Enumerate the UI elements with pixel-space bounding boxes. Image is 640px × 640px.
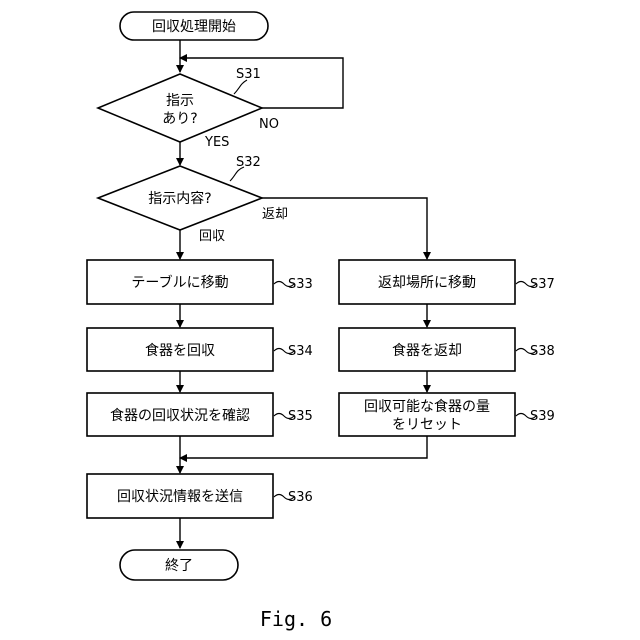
edge-s39-merge <box>180 436 427 458</box>
s39-label-line1: 回収可能な食器の量 <box>364 398 490 415</box>
s33-ref: S33 <box>288 277 313 292</box>
s36-ref: S36 <box>288 490 313 505</box>
s38-ref: S38 <box>530 344 555 359</box>
s36-label: 回収状況情報を送信 <box>117 489 243 505</box>
figure-caption: Fig. 6 <box>260 607 332 631</box>
yes-label: YES <box>204 135 229 150</box>
s37-label: 返却場所に移動 <box>378 275 476 291</box>
s34-label: 食器を回収 <box>145 342 215 359</box>
s35-label: 食器の回収状況を確認 <box>110 407 250 424</box>
s32-ref: S32 <box>236 155 261 170</box>
collect-label: 回収 <box>199 229 225 244</box>
s32-label: 指示内容? <box>148 190 211 207</box>
s39-ref: S39 <box>530 409 555 424</box>
s35-ref: S35 <box>288 409 313 424</box>
s31-label-line2: あり? <box>162 111 197 127</box>
s31-leader <box>234 80 247 94</box>
no-label: NO <box>259 117 279 132</box>
s31-ref: S31 <box>236 67 261 82</box>
start-label: 回収処理開始 <box>152 19 236 35</box>
s39-label-line2: をリセット <box>392 417 462 433</box>
return-label: 返却 <box>262 207 288 222</box>
s33-label: テーブルに移動 <box>131 274 228 291</box>
end-label: 終了 <box>165 558 193 574</box>
s31-label-line1: 指示 <box>166 93 194 109</box>
s34-ref: S34 <box>288 344 313 359</box>
s38-label: 食器を返却 <box>392 342 462 359</box>
s37-ref: S37 <box>530 277 555 292</box>
